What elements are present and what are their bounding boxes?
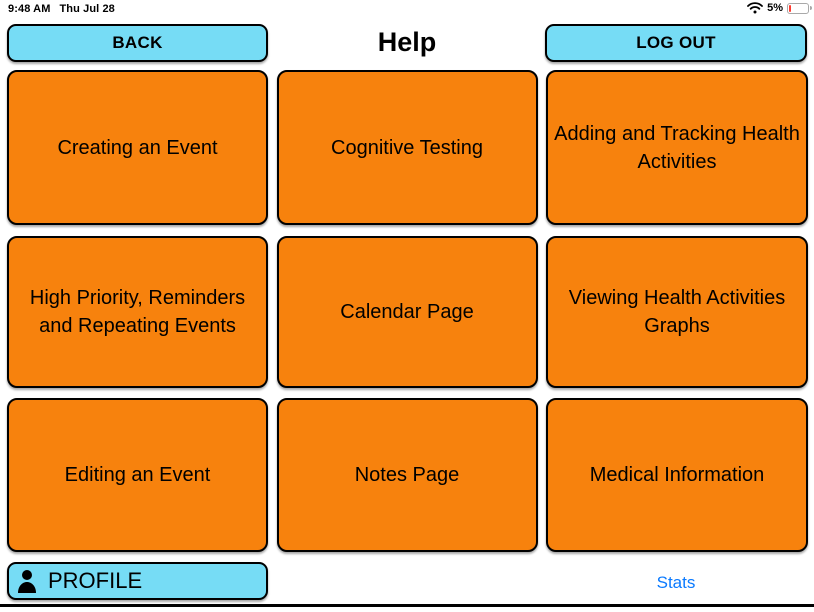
topic-viewing-health-activities-graphs[interactable]: Viewing Health Activities Graphs: [546, 235, 808, 388]
topic-editing-an-event[interactable]: Editing an Event: [7, 398, 268, 552]
bottom-divider: [0, 604, 814, 607]
battery-icon: [787, 2, 812, 14]
stats-link[interactable]: Stats: [656, 573, 696, 592]
topic-high-priority-reminders-repeating[interactable]: High Priority, Reminders and Repeating E…: [7, 235, 268, 388]
topic-adding-tracking-health-activities[interactable]: Adding and Tracking Health Activities: [546, 70, 808, 225]
status-date: Thu Jul 28: [59, 3, 115, 15]
back-button[interactable]: BACK: [7, 24, 268, 62]
status-bar: 9:48 AM Thu Jul 28 5%: [0, 0, 814, 18]
profile-label: PROFILE: [48, 568, 143, 593]
logout-button[interactable]: LOG OUT: [545, 24, 807, 62]
help-topic-grid: Creating an Event Cognitive Testing Addi…: [7, 70, 808, 553]
status-time-date: 9:48 AM Thu Jul 28: [8, 3, 115, 15]
topic-calendar-page[interactable]: Calendar Page: [276, 235, 538, 388]
status-time: 9:48 AM: [8, 3, 51, 15]
status-indicators: 5%: [747, 2, 812, 14]
topic-cognitive-testing[interactable]: Cognitive Testing: [276, 70, 538, 225]
wifi-icon: [747, 2, 763, 14]
topic-medical-information[interactable]: Medical Information: [546, 398, 808, 552]
page-title: Help: [377, 27, 437, 57]
profile-button[interactable]: PROFILE: [7, 562, 268, 600]
person-icon: [15, 567, 43, 595]
topic-notes-page[interactable]: Notes Page: [276, 398, 538, 552]
topic-creating-an-event[interactable]: Creating an Event: [7, 70, 268, 225]
battery-percent: 5%: [767, 2, 783, 14]
